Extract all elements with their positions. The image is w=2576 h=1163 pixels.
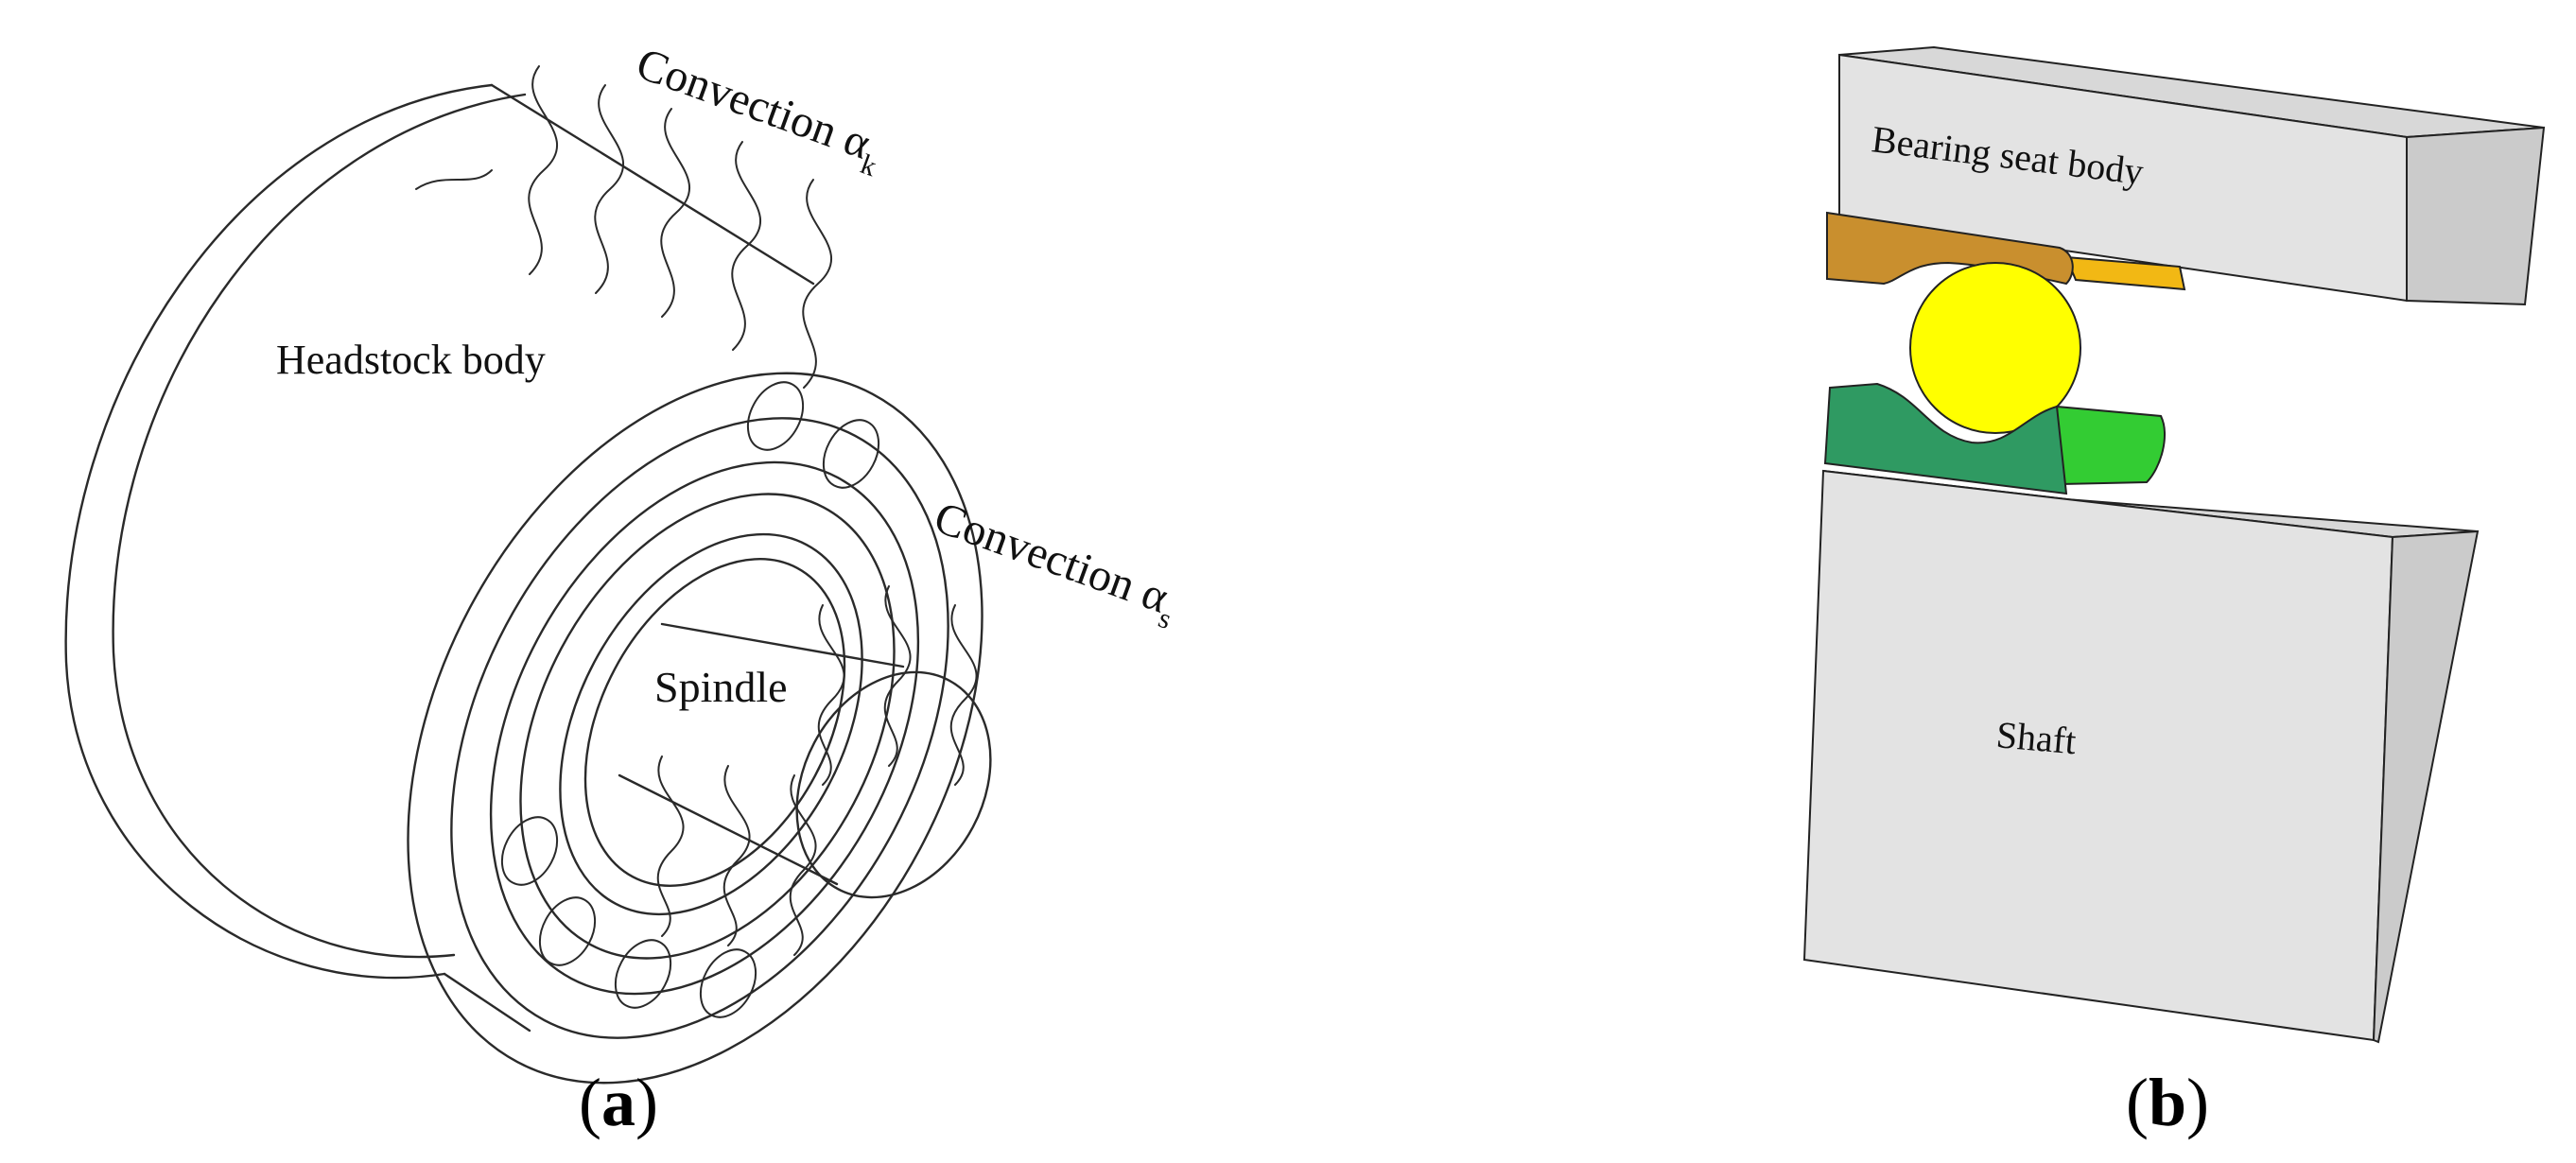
bearing-outer-ring — [489, 460, 920, 996]
shaft-front-face — [1802, 469, 2394, 1042]
label-headstock-body: Headstock body — [276, 337, 546, 383]
convection-spindle-waves — [656, 585, 978, 956]
bearing-inner-bore — [583, 558, 846, 887]
spindle-bottom-edge — [618, 773, 839, 886]
caption-b: (b) — [2126, 1065, 2209, 1140]
shaft-side-face — [2372, 529, 2480, 1044]
housing-front-inner — [450, 417, 949, 1039]
caption-a: (a) — [579, 1065, 658, 1140]
inner-ring-side — [2055, 405, 2166, 486]
spindle-top-edge — [660, 622, 905, 668]
housing-back-rim — [64, 83, 494, 980]
housing-bottom-edge — [443, 972, 531, 1033]
bearing-seat-side-face — [2406, 126, 2546, 306]
housing-top-edge — [490, 83, 815, 286]
housing-back-rim-inner — [112, 93, 527, 959]
bearing-ball — [1909, 262, 2081, 434]
label-convection-housing: Convection αk — [627, 39, 891, 183]
spindle-end-face — [795, 670, 992, 899]
housing-front-outer — [407, 372, 983, 1085]
bearing-race — [519, 493, 896, 960]
rolling-elements — [500, 381, 880, 1018]
convection-housing-waves — [415, 65, 833, 389]
panel-a-drawing — [64, 65, 992, 1085]
inner-ring — [1823, 382, 2068, 495]
bearing-inner-ring — [559, 532, 863, 916]
label-shaft: Shaft — [1994, 713, 2078, 762]
label-convection-spindle: Convection αs — [925, 493, 1185, 636]
label-spindle: Spindle — [654, 663, 788, 711]
panel-b-drawing — [1802, 45, 2546, 1044]
